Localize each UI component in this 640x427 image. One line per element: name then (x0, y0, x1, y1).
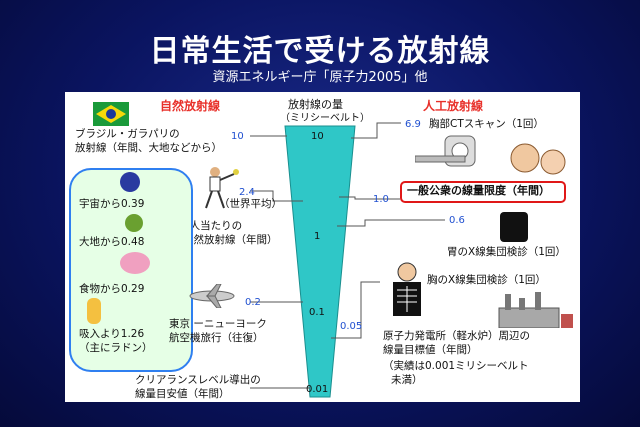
brazil-label-line1: ブラジル・ガラパリの (75, 128, 180, 140)
from-inhalation-line2: （主にラドン） (79, 342, 153, 354)
scale-label-0-1: 0.1 (309, 307, 325, 318)
plant-label-line3: （実績は0.001ミリシーベルト (383, 360, 529, 372)
scale-label-10: 10 (311, 131, 324, 142)
from-food: 食物から0.29 (79, 283, 145, 295)
stomach-xray-value: 0.6 (449, 215, 465, 226)
artificial-radiation-header: 人工放射線 (423, 99, 484, 113)
from-space: 宇宙から0.39 (79, 198, 145, 210)
flight-label-line1: 東京 ーニューヨーク (169, 318, 267, 330)
brazil-flag-icon (93, 102, 129, 126)
airplane-icon (189, 284, 235, 308)
scale-label-0-01: 0.01 (306, 384, 329, 395)
dose-limit-label: 一般公衆の線量限度（年間） (407, 184, 550, 197)
ct-label: 胸部CTスキャン（1回） (429, 118, 544, 130)
from-inhalation-line1: 吸入より1.26 (79, 328, 145, 340)
from-ground: 大地から0.48 (79, 236, 145, 248)
brazil-value: 10 (231, 131, 244, 142)
power-plant-icon (498, 292, 573, 328)
world-average-value: 2.4 (239, 187, 255, 198)
plant-label-line1: 原子力発電所（軽水炉）周辺の (383, 330, 530, 342)
ct-scanner-icon (415, 135, 476, 167)
dose-limit-highlight (400, 181, 566, 203)
mother-child-icon (510, 143, 566, 175)
person-icon (87, 298, 101, 324)
flight-label-line2: 航空機旅行（往復） (169, 332, 264, 344)
center-header-line2: （ミリシーベルト） (280, 113, 370, 124)
clearance-line2: 線量目安値（年間） (135, 388, 230, 400)
plant-label-line2: 線量目標値（年間） (383, 344, 478, 356)
chest-xray-label: 胸のX線集団検診（1回） (427, 274, 546, 286)
scale-label-1: 1 (314, 231, 321, 242)
brazil-label-line2: 放射線（年間、大地などから） (75, 142, 222, 154)
right-connectors (331, 122, 445, 339)
clearance-line1: クリアランスレベル導出の (135, 374, 261, 386)
infographic-panel: 放射線の量 （ミリシーベルト） 自然放射線 人工放射線 10 1 0.1 0.0… (65, 92, 580, 402)
food-icon (120, 252, 150, 274)
ground-icon (125, 214, 143, 232)
per-person-line1: 1人当たりの (183, 220, 243, 232)
earth-icon (120, 172, 140, 192)
dose-funnel (284, 125, 356, 398)
page-title: 日常生活で受ける放射線 (149, 34, 491, 69)
flight-value: 0.2 (245, 297, 261, 308)
chest-xray-person-icon (393, 262, 421, 316)
stomach-xray-label: 胃のX線集団検診（1回） (447, 246, 566, 258)
page-subtitle: 資源エネルギー庁「原子力2005」他 (212, 70, 428, 85)
left-connectors (250, 135, 310, 389)
per-person-line2: 自然放射線（年間） (183, 234, 278, 246)
world-average-label: （世界平均） (219, 198, 282, 210)
ct-value: 6.9 (405, 119, 421, 130)
diagram-lines (250, 122, 445, 398)
plant-label-line4: 未満） (391, 374, 423, 386)
natural-radiation-header: 自然放射線 (160, 99, 221, 113)
plant-value: 0.05 (340, 321, 363, 332)
dose-limit-value: 1.0 (373, 194, 389, 205)
center-header-line1: 放射線の量 (288, 98, 343, 111)
stomach-xray-icon (500, 212, 528, 242)
tennis-player-icon (205, 167, 239, 209)
